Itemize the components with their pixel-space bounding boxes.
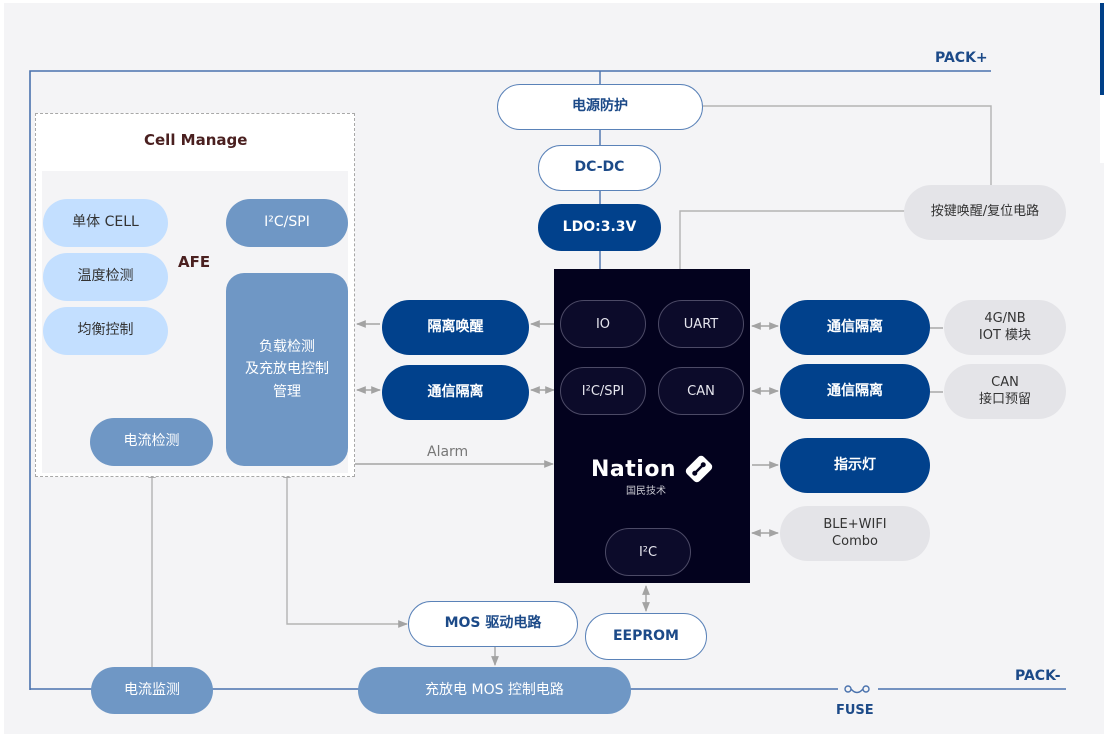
- current-detect-node[interactable]: 电流检测: [90, 418, 213, 466]
- afe-label: AFE: [178, 253, 211, 271]
- mos-control-node[interactable]: 充放电 MOS 控制电路: [358, 667, 631, 714]
- 4g-line-1: 4G/NB: [984, 311, 1026, 327]
- left-comm-isolation-node[interactable]: 通信隔离: [382, 365, 529, 420]
- i2c-spi-port[interactable]: I²C/SPI: [560, 367, 646, 415]
- uart-comm-isolation-node[interactable]: 通信隔离: [780, 300, 930, 355]
- load-mos-wire: [283, 468, 408, 628]
- mos-driver-node[interactable]: MOS 驱动电路: [408, 601, 578, 647]
- brand-subtitle: 国民技术: [626, 486, 666, 497]
- brand-name: Nation: [591, 456, 677, 482]
- indicator-node[interactable]: 指示灯: [780, 438, 930, 493]
- current-monitor-node[interactable]: 电流监测: [91, 667, 213, 714]
- afe-i2c-spi-node[interactable]: I²C/SPI: [226, 199, 348, 247]
- fuse-icon: [844, 685, 870, 694]
- pack-minus-label: PACK-: [1015, 668, 1061, 684]
- ble-wifi-line-2: Combo: [832, 533, 878, 549]
- fuse-label: FUSE: [836, 703, 874, 718]
- pack-plus-label: PACK+: [935, 50, 988, 66]
- ble-wifi-node[interactable]: BLE+WIFI Combo: [780, 506, 930, 561]
- pack-plus-rail: [29, 70, 991, 690]
- can-comm-isolation-node[interactable]: 通信隔离: [780, 364, 930, 419]
- eeprom-node[interactable]: EEPROM: [585, 613, 707, 660]
- load-mgmt-line-2: 及充放电控制: [245, 361, 329, 378]
- wake-isolation-node[interactable]: 隔离唤醒: [382, 300, 529, 355]
- can-port[interactable]: CAN: [658, 367, 744, 415]
- io-port[interactable]: IO: [560, 300, 646, 348]
- can-line-2: 接口预留: [978, 391, 1031, 407]
- ldo-node[interactable]: LDO:3.3V: [538, 204, 661, 251]
- 4g-nb-iot-node[interactable]: 4G/NB IOT 模块: [944, 300, 1066, 355]
- nation-logo: Nation: [591, 454, 716, 484]
- cell-node[interactable]: 单体 CELL: [43, 199, 168, 247]
- can-interface-node[interactable]: CAN 接口预留: [944, 364, 1066, 419]
- alarm-label: Alarm: [427, 444, 469, 460]
- dcdc-node[interactable]: DC-DC: [538, 145, 661, 191]
- load-mgmt-line-3: 管理: [273, 383, 301, 400]
- right-strip: [1100, 95, 1104, 163]
- 4g-line-2: IOT 模块: [978, 327, 1032, 343]
- load-management-node[interactable]: 负载检测 及充放电控制 管理: [226, 273, 348, 466]
- uart-port[interactable]: UART: [658, 300, 744, 348]
- temperature-node[interactable]: 温度检测: [43, 253, 168, 301]
- balance-node[interactable]: 均衡控制: [43, 307, 168, 355]
- cell-manage-title: Cell Manage: [144, 131, 248, 149]
- nation-logo-icon: [685, 455, 713, 483]
- ble-wifi-line-1: BLE+WIFI: [823, 517, 887, 533]
- accent-bar: [1100, 3, 1104, 95]
- i2c-port[interactable]: I²C: [605, 528, 691, 576]
- protection-wake-wire: [703, 105, 992, 185]
- wake-chip-wire: [679, 210, 905, 269]
- power-protection-node[interactable]: 电源防护: [497, 84, 703, 130]
- can-line-1: CAN: [991, 375, 1019, 391]
- load-mgmt-line-1: 负载检测: [259, 338, 315, 355]
- wake-reset-node[interactable]: 按键唤醒/复位电路: [904, 185, 1066, 240]
